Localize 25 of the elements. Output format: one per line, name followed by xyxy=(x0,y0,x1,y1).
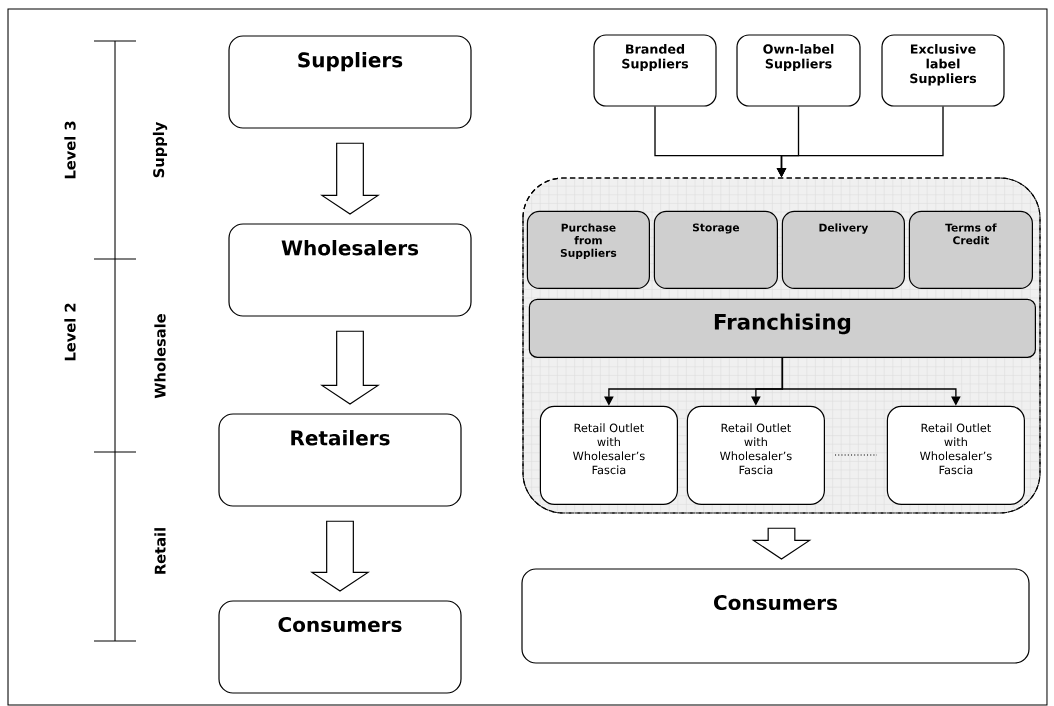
process-box: Retailers xyxy=(218,413,462,507)
axis-label: Supply xyxy=(152,121,168,178)
block-arrow xyxy=(320,142,380,215)
axis-label: Wholesale xyxy=(154,314,166,399)
retail-outlet-box: Retail Outlet with Wholesaler’s Fascia xyxy=(539,405,678,505)
retail-outlet-box: Retail Outlet with Wholesaler’s Fascia xyxy=(886,405,1025,505)
process-box: Suppliers xyxy=(228,35,472,129)
process-box: Wholesalers xyxy=(228,223,472,317)
retail-outlet-box: Retail Outlet with Wholesaler’s Fascia xyxy=(686,405,825,505)
axis-label: Retail xyxy=(154,528,166,574)
process-box: Consumers xyxy=(218,600,462,694)
franchising-bar: Franchising xyxy=(528,298,1036,358)
axis-label: Level 3 xyxy=(64,121,76,179)
axis-label: Level 2 xyxy=(64,303,76,361)
block-arrow xyxy=(751,527,812,560)
supplier-box: Own-label Suppliers xyxy=(736,34,861,107)
service-box: Delivery xyxy=(781,210,905,289)
process-box: Consumers xyxy=(521,568,1030,664)
service-box: Purchase from Suppliers xyxy=(526,210,650,289)
service-box: Terms of Credit xyxy=(908,210,1033,289)
supplier-box: Branded Suppliers xyxy=(593,34,717,107)
service-box: Storage xyxy=(653,210,778,289)
block-arrow xyxy=(310,520,370,592)
block-arrow xyxy=(320,330,380,405)
supplier-box: Exclusive label Suppliers xyxy=(881,34,1005,107)
